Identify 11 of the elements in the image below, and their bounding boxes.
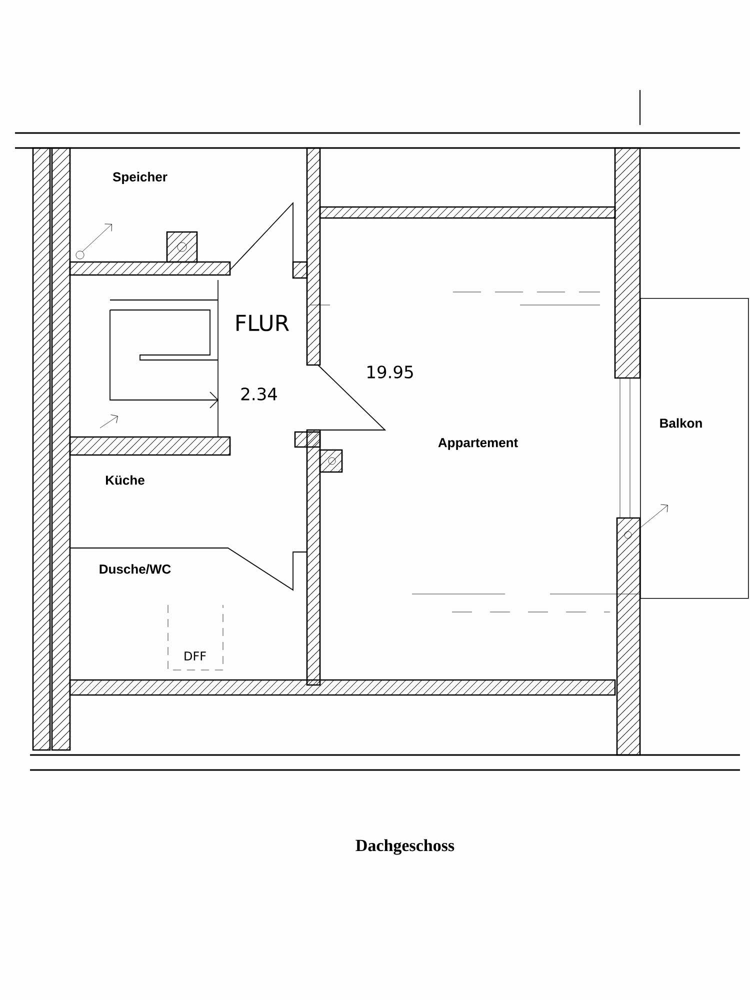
area-label: 19.95 [368,366,413,378]
caption: Dachgeschoss [356,839,454,855]
room-label: FLUR [236,314,289,332]
room-label: Appartement [438,438,518,450]
room-label: DFF [184,652,206,660]
balcony-box [640,298,749,599]
room-label: Balkon [660,418,702,428]
room-label: Dusche/WC [100,564,171,574]
room-label: Speicher [112,172,168,184]
area-label: 2.34 [241,388,277,400]
room-label: Küche [106,475,144,485]
